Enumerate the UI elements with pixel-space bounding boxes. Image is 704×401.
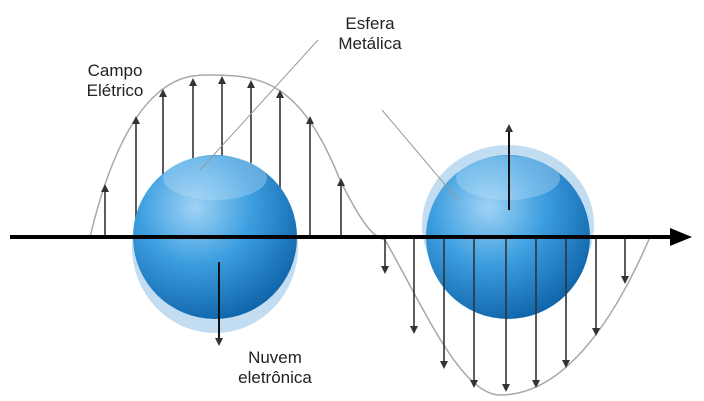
metal-sphere-label-line2: Metálica (338, 34, 402, 53)
electron-cloud-label: Nuvem eletrônica (220, 348, 330, 388)
electric-field-label-line1: Campo (87, 61, 143, 80)
pointer-line-cloud (381, 109, 459, 201)
metal-sphere-left (132, 155, 298, 333)
electron-cloud-label-line1: Nuvem (248, 348, 302, 367)
pointer-line-sphere (199, 39, 319, 171)
electric-field-label: Campo Elétrico (70, 61, 160, 101)
electric-field-label-line2: Elétrico (86, 81, 144, 100)
metal-sphere-label-line1: Esfera (345, 14, 395, 33)
metal-sphere-label: Esfera Metálica (300, 14, 440, 54)
field-arrows-down (381, 237, 629, 392)
electron-cloud-label-line2: eletrônica (238, 368, 312, 387)
